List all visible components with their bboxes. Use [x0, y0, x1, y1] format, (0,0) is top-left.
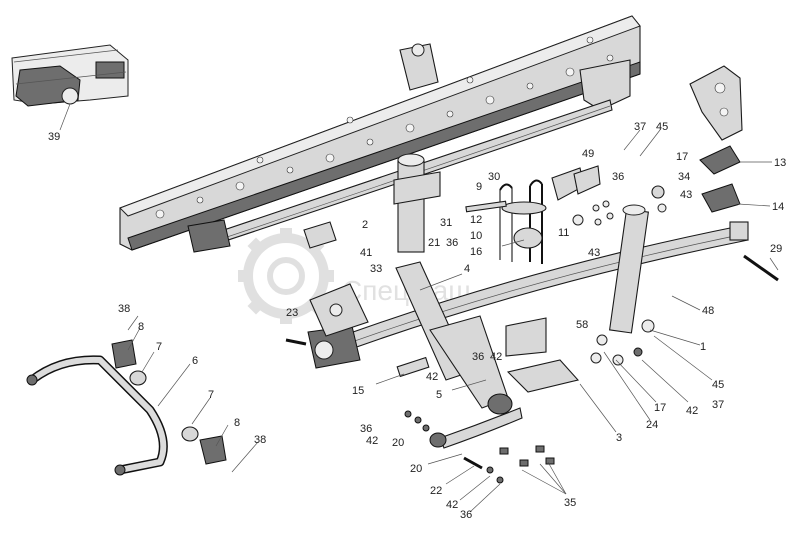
callout-34: 34 — [678, 171, 690, 183]
callout-38: 38 — [254, 434, 266, 446]
callout-17: 17 — [676, 151, 688, 163]
callout-4: 4 — [464, 263, 470, 275]
callout-37: 37 — [712, 399, 724, 411]
callout-14: 14 — [772, 201, 784, 213]
callout-37: 37 — [634, 121, 646, 133]
callout-13: 13 — [774, 157, 786, 169]
callout-7: 7 — [156, 341, 162, 353]
callout-31: 31 — [440, 217, 452, 229]
callout-9: 9 — [476, 181, 482, 193]
callout-15: 15 — [352, 385, 364, 397]
frame-rail — [119, 15, 641, 251]
callout-33: 33 — [370, 263, 382, 275]
callout-10: 10 — [470, 230, 482, 242]
leader-lines — [59, 103, 779, 513]
right-brackets — [651, 65, 743, 213]
inset-detail — [11, 44, 129, 107]
callout-38: 38 — [118, 303, 130, 315]
callout-49: 49 — [582, 148, 594, 160]
callout-35: 35 — [564, 497, 576, 509]
callout-48: 48 — [702, 305, 714, 317]
callout-23: 23 — [286, 307, 298, 319]
callout-29: 29 — [770, 243, 782, 255]
callout-42: 42 — [490, 351, 502, 363]
callout-36: 36 — [446, 237, 458, 249]
callout-6: 6 — [192, 355, 198, 367]
upper-shock — [393, 153, 441, 253]
callout-20: 20 — [392, 437, 404, 449]
callout-36: 36 — [612, 171, 624, 183]
callout-labels: 39 37 45 17 13 34 43 14 49 36 30 9 12 10… — [48, 121, 786, 521]
callout-45: 45 — [656, 121, 668, 133]
callout-20: 20 — [410, 463, 422, 475]
callout-36: 36 — [460, 509, 472, 521]
callout-42: 42 — [686, 405, 698, 417]
callout-8: 8 — [138, 321, 144, 333]
callout-17: 17 — [654, 402, 666, 414]
bottom-hardware — [404, 352, 624, 484]
callout-42: 42 — [426, 371, 438, 383]
callout-12: 12 — [470, 214, 482, 226]
callout-39: 39 — [48, 131, 60, 143]
callout-1: 1 — [700, 341, 706, 353]
callout-43: 43 — [588, 247, 600, 259]
lower-shock — [596, 204, 655, 357]
callout-43: 43 — [680, 189, 692, 201]
callout-22: 22 — [430, 485, 442, 497]
callout-45: 45 — [712, 379, 724, 391]
callout-36: 36 — [472, 351, 484, 363]
callout-24: 24 — [646, 419, 658, 431]
callout-8: 8 — [234, 417, 240, 429]
u-bolts — [465, 165, 614, 264]
middle-arms — [303, 221, 580, 409]
callout-2: 2 — [362, 219, 368, 231]
callout-21: 21 — [428, 237, 440, 249]
callout-41: 41 — [360, 247, 372, 259]
frame-holes — [155, 36, 614, 219]
callout-11: 11 — [558, 227, 569, 239]
callout-42: 42 — [446, 499, 458, 511]
callout-36: 36 — [360, 423, 372, 435]
callout-30: 30 — [488, 171, 500, 183]
callout-58: 58 — [576, 319, 588, 331]
callout-16: 16 — [470, 246, 482, 258]
callout-42: 42 — [366, 435, 378, 447]
callout-3: 3 — [616, 432, 622, 444]
callout-5: 5 — [436, 389, 442, 401]
anti-roll-bar — [26, 339, 227, 476]
axle-arm — [285, 338, 523, 449]
callout-7: 7 — [208, 389, 214, 401]
